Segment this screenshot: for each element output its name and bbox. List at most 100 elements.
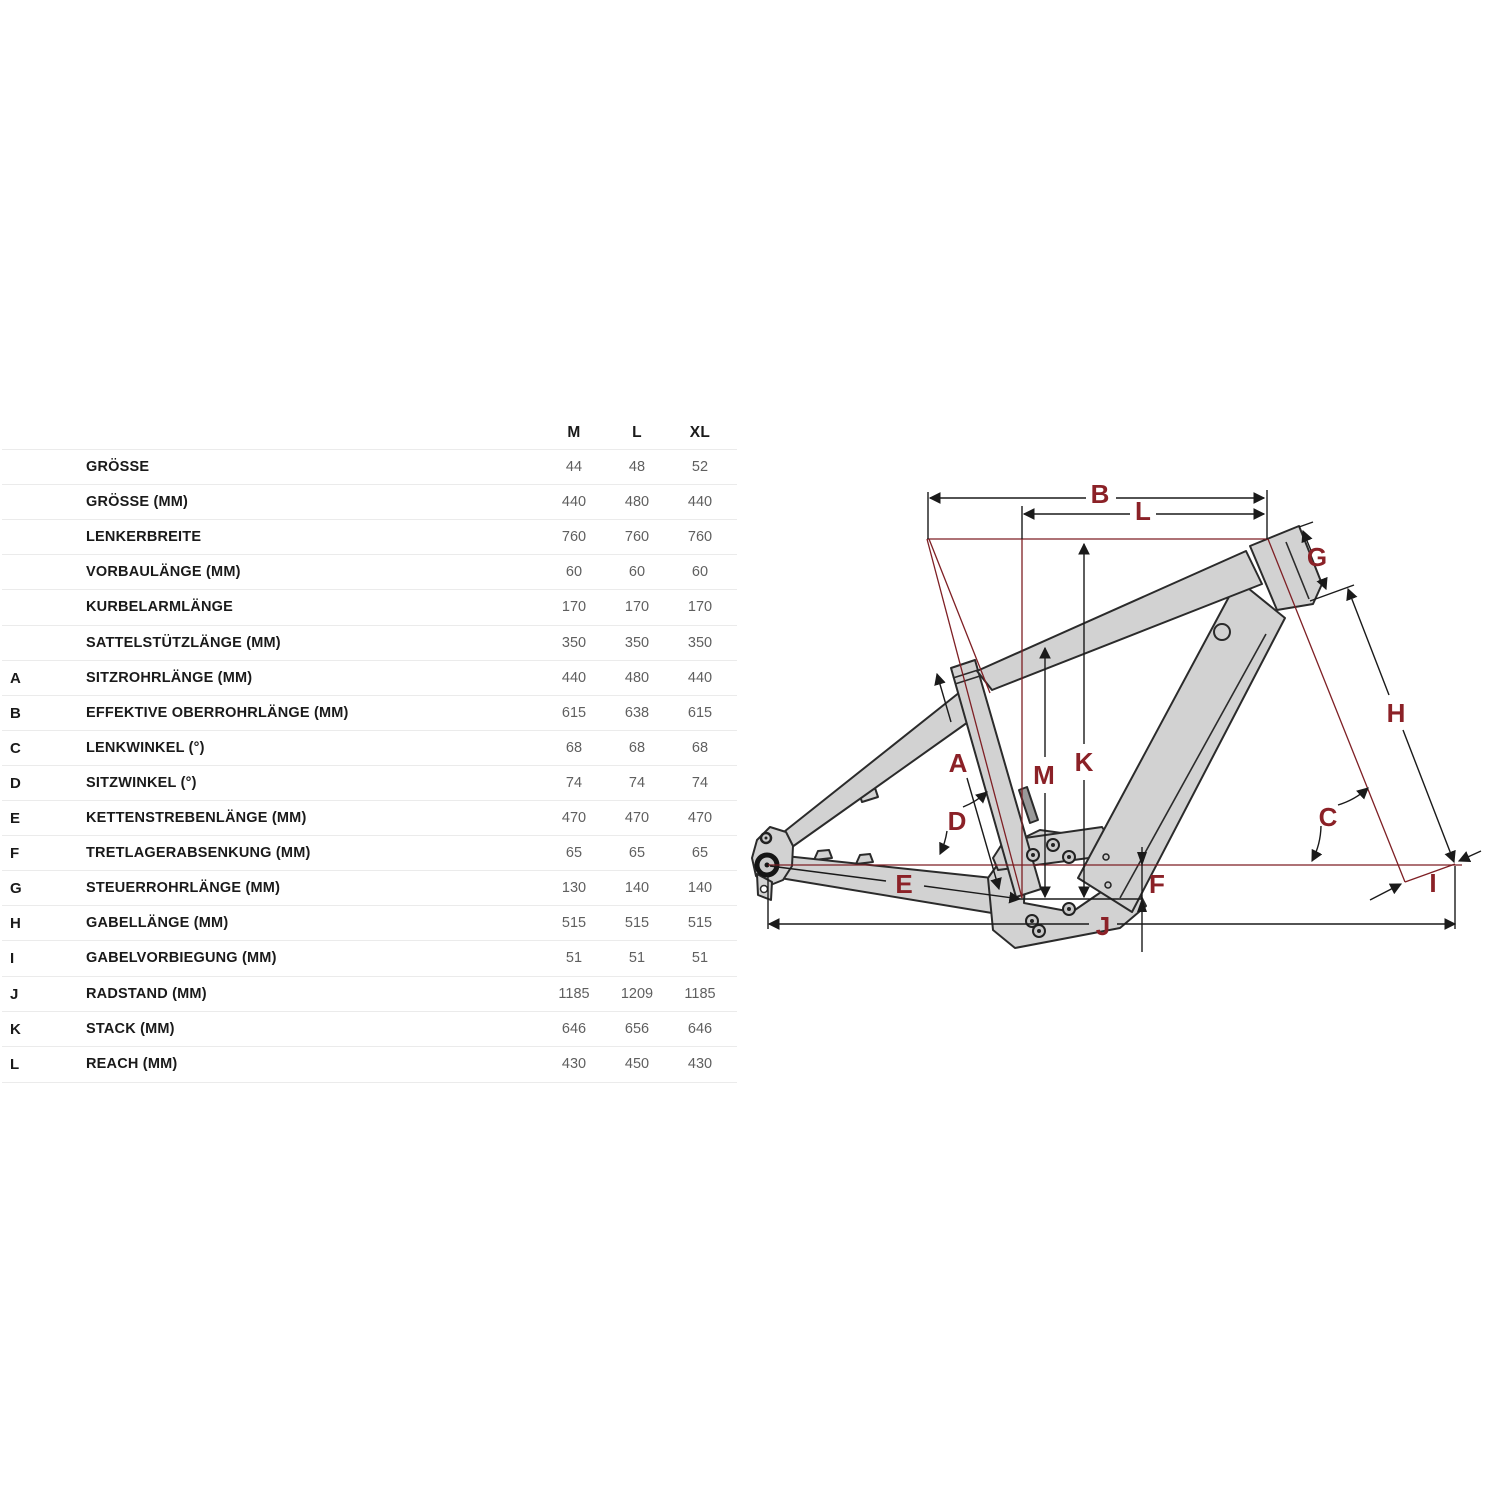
- value-m: 65: [565, 845, 583, 862]
- row-label: RADSTAND (MM): [86, 985, 207, 1002]
- column-header-xl: XL: [689, 424, 711, 441]
- row-letter: E: [10, 810, 21, 827]
- dim-D-arc: [939, 830, 950, 856]
- row-label: KURBELARMLÄNGE: [86, 599, 233, 616]
- table-row: K STACK (MM) 646 656 646: [2, 1010, 737, 1047]
- dim-F-arrow-up: [1137, 898, 1147, 912]
- value-m: 74: [565, 774, 583, 791]
- seat-axis-line-2: [928, 538, 991, 694]
- value-xl: 615: [687, 704, 713, 721]
- chainstay-tab-1: [813, 849, 833, 861]
- dim-H: [1346, 587, 1390, 696]
- chainstay: [773, 854, 1003, 915]
- value-xl: 646: [687, 1020, 713, 1037]
- value-m: 130: [561, 880, 587, 897]
- dim-label-i: I: [1429, 868, 1436, 898]
- value-xl: 470: [687, 810, 713, 826]
- table-row: GRÖSSE 44 48 52: [2, 449, 737, 485]
- row-label: LENKWINKEL (°): [86, 739, 205, 756]
- table-row: SATTELSTÜTZLÄNGE (MM) 350 350 350: [2, 624, 737, 661]
- ext-headtube-top: [1298, 521, 1314, 528]
- value-xl: 430: [687, 1055, 713, 1072]
- frame-geometry-diagram: A B C D E F G H I J K L M: [740, 420, 1500, 1005]
- value-l: 480: [624, 494, 650, 511]
- row-label: SITZWINKEL (°): [86, 774, 197, 791]
- row-letter: K: [10, 1020, 22, 1038]
- value-xl: 60: [691, 564, 709, 581]
- value-l: 74: [628, 774, 646, 791]
- value-l: 350: [624, 634, 650, 651]
- dim-label-j: J: [1096, 911, 1110, 941]
- value-m: 51: [565, 950, 583, 967]
- seat-clamp-seam-1: [952, 669, 979, 679]
- dimension-lines: [767, 490, 1482, 952]
- row-label: SATTELSTÜTZLÄNGE (MM): [86, 634, 281, 651]
- row-letter: I: [10, 950, 15, 968]
- table-row: GRÖSSE (MM) 440 480 440: [2, 484, 737, 520]
- row-label: VORBAULÄNGE (MM): [86, 564, 241, 581]
- value-l: 65: [628, 845, 646, 862]
- table-row: L REACH (MM) 430 450 430: [2, 1045, 737, 1083]
- down-tube: [1077, 579, 1286, 913]
- value-xl: 350: [687, 634, 713, 651]
- construction-lines: [768, 538, 1462, 899]
- dim-label-f: F: [1149, 869, 1165, 899]
- value-xl: 68: [691, 739, 709, 756]
- row-label: TRETLAGERABSENKUNG (MM): [86, 845, 311, 862]
- value-l: 60: [628, 564, 646, 581]
- value-xl: 1185: [684, 985, 716, 1002]
- dim-label-a: A: [949, 748, 968, 778]
- row-label: STEUERROHRLÄNGE (MM): [86, 880, 281, 897]
- value-m: 68: [565, 739, 583, 756]
- steering-axis-line: [1267, 538, 1406, 883]
- row-letter: J: [10, 985, 19, 1003]
- value-m: 615: [561, 704, 587, 721]
- value-m: 440: [561, 669, 587, 686]
- dim-label-e: E: [895, 869, 912, 899]
- value-m: 440: [561, 494, 587, 511]
- value-xl: 74: [691, 774, 709, 791]
- row-letter: C: [10, 739, 22, 757]
- seat-tube-rib: [1018, 786, 1039, 824]
- dim-label-l: L: [1135, 496, 1151, 526]
- column-header-l: L: [632, 424, 642, 441]
- row-letter: L: [10, 1055, 20, 1073]
- row-label: LENKERBREITE: [86, 529, 202, 546]
- rear-axle-center: [764, 862, 770, 868]
- column-header-m: M: [567, 424, 581, 441]
- row-letter: H: [10, 915, 22, 933]
- dim-A: [934, 672, 952, 723]
- row-label: GABELLÄNGE (MM): [86, 915, 229, 932]
- table-row: A SITZROHRLÄNGE (MM) 440 480 440: [2, 659, 737, 696]
- head-tube-seam: [1285, 541, 1310, 600]
- table-row: VORBAULÄNGE (MM) 60 60 60: [2, 554, 737, 590]
- table-row: D SITZWINKEL (°) 74 74 74: [2, 764, 737, 801]
- head-tube: [1249, 525, 1323, 611]
- dim-G: [1301, 529, 1313, 554]
- dim-I-arrow-2: [1457, 850, 1482, 862]
- motor-bolts: [1025, 838, 1112, 938]
- value-m: 350: [561, 634, 587, 651]
- value-l: 656: [624, 1020, 650, 1037]
- row-letter: G: [10, 880, 22, 898]
- table-row: J RADSTAND (MM) 1185 1209 1185: [2, 975, 737, 1012]
- geometry-table: M L XL GRÖSSE 44 48 52 GRÖSSE (MM) 440 4…: [0, 0, 750, 1100]
- value-l: 470: [624, 810, 650, 826]
- row-label: STACK (MM): [86, 1020, 175, 1037]
- value-l: 450: [624, 1055, 650, 1072]
- row-label: KETTENSTREBENLÄNGE (MM): [86, 810, 307, 826]
- chainstay-tab-2: [855, 853, 874, 865]
- value-xl: 65: [691, 845, 709, 862]
- dim-label-g: G: [1307, 542, 1327, 572]
- row-label: GRÖSSE: [86, 459, 150, 475]
- dim-C-arc: [1311, 825, 1323, 863]
- value-m: 1185: [558, 985, 590, 1002]
- seatstay-pivot-center: [764, 836, 768, 840]
- value-l: 1209: [620, 985, 654, 1002]
- value-l: 68: [628, 739, 646, 756]
- table-row: C LENKWINKEL (°) 68 68 68: [2, 729, 737, 766]
- dim-F-arrow-down: [1137, 852, 1147, 866]
- dim-I-arrow-1: [1369, 883, 1403, 901]
- row-letter: A: [10, 669, 22, 687]
